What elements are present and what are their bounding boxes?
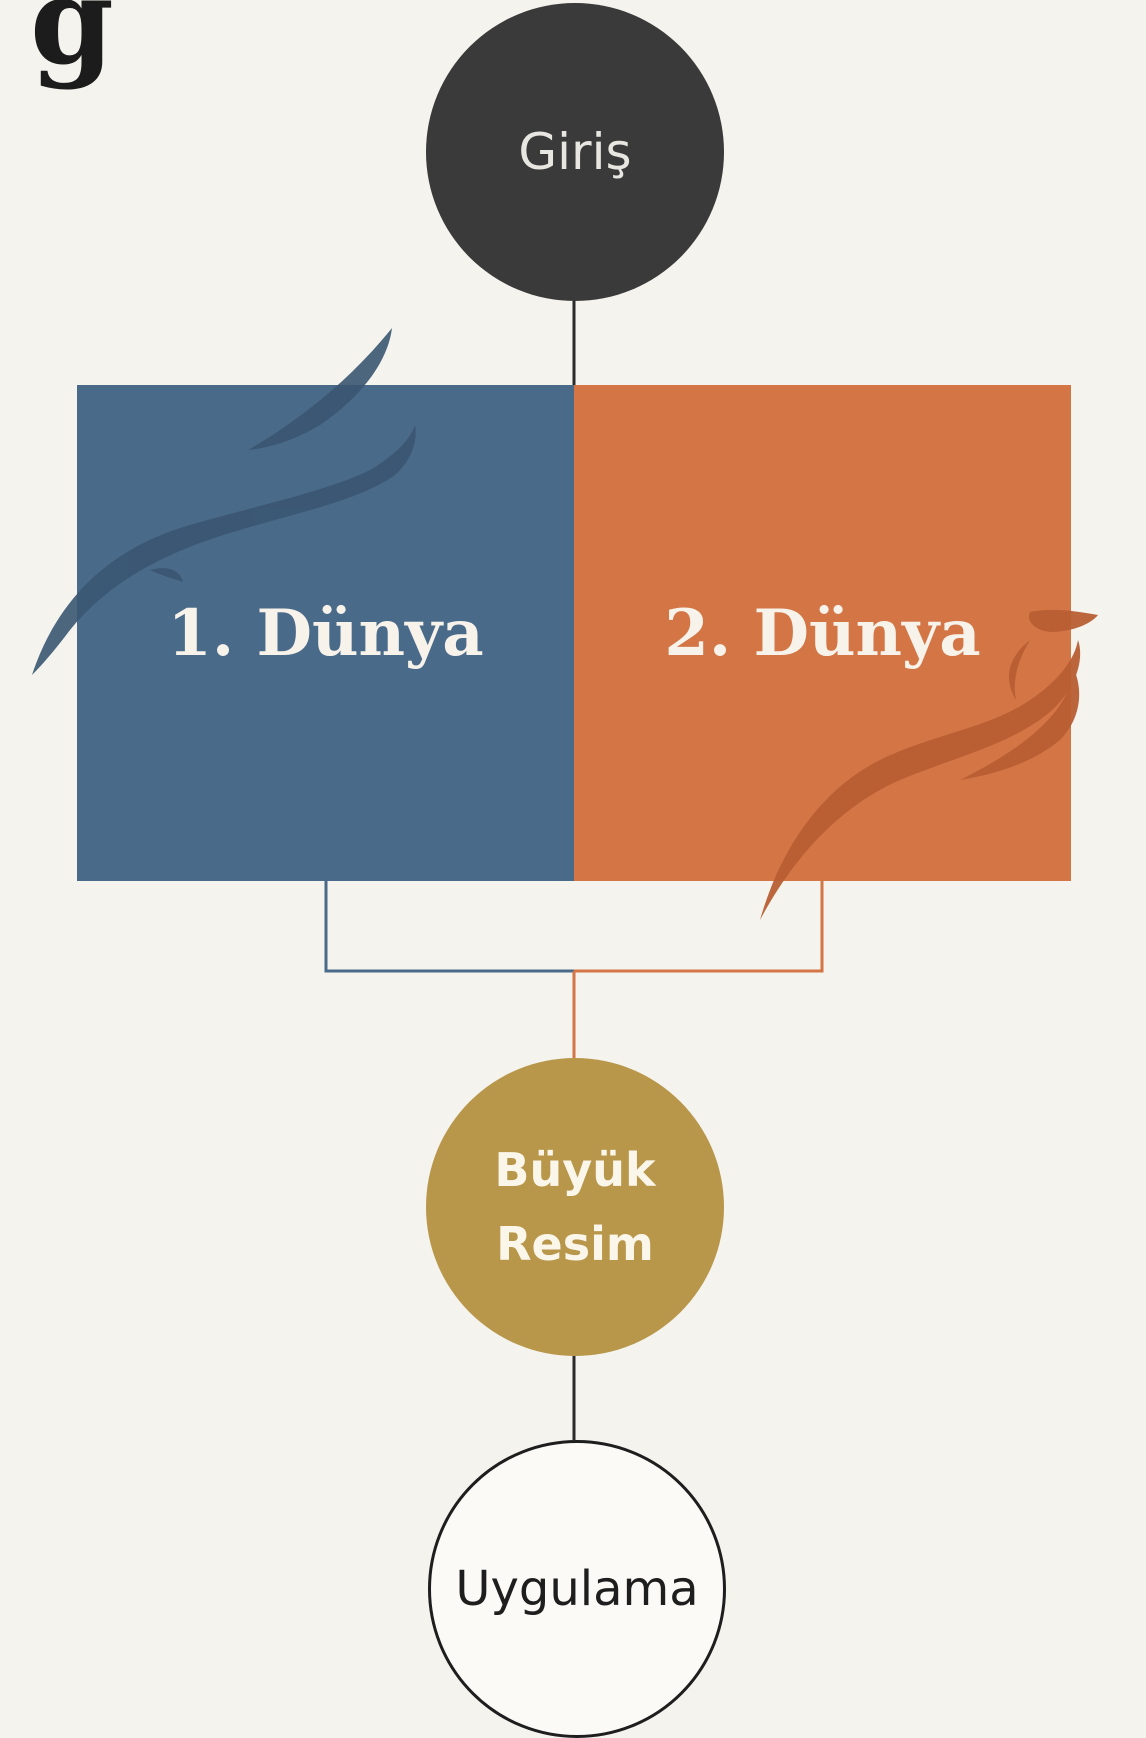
synthesis-node: Büyük Resim — [426, 1058, 724, 1356]
world-1-label: 1. Dünya — [167, 595, 484, 671]
start-node: Giriş — [426, 3, 724, 301]
connector-world-1-bracket — [324, 881, 574, 973]
world-1-box: 1. Dünya — [77, 385, 574, 881]
end-node: Uygulama — [428, 1440, 726, 1738]
world-2-label: 2. Dünya — [664, 595, 981, 671]
end-node-label: Uygulama — [455, 1561, 699, 1617]
start-node-label: Giriş — [518, 123, 632, 181]
connector-world-2-bracket — [574, 881, 824, 973]
world-2-box: 2. Dünya — [574, 385, 1071, 881]
synthesis-node-label: Büyük Resim — [494, 1143, 656, 1271]
